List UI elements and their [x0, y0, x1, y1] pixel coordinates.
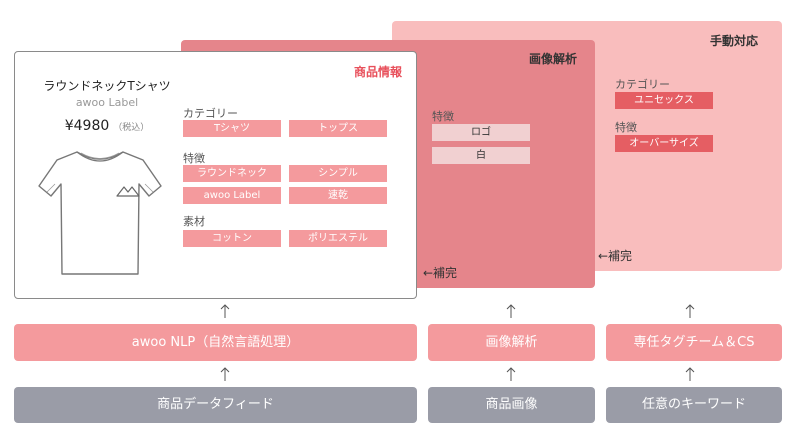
product-feature-tag: awoo Label — [183, 187, 281, 204]
manual-feature-tag: オーバーサイズ — [615, 135, 713, 152]
image-feature-tag-logo: ロゴ — [432, 124, 530, 141]
product-image-input-box: 商品画像 — [428, 387, 595, 423]
product-price: ¥4980 — [64, 118, 110, 134]
product-info-panel: 商品情報 ラウンドネックTシャツ awoo Label ¥4980（税込） カテ… — [14, 51, 417, 299]
arrow-up-icon — [220, 367, 230, 381]
image-complement-label: ←補完 — [423, 266, 458, 280]
manual-panel-title: 手動対応 — [709, 34, 758, 48]
manual-category-tag: ユニセックス — [615, 92, 713, 109]
arrow-up-icon — [506, 367, 516, 381]
manual-complement-label: ←補完 — [598, 249, 633, 263]
image-feature-tag-white: 白 — [432, 147, 530, 164]
product-feature-tag: 速乾 — [289, 187, 387, 204]
product-price-line: ¥4980（税込） — [27, 115, 187, 134]
image-panel-title: 画像解析 — [528, 52, 577, 66]
manual-feature-label: 特徴 — [615, 121, 637, 134]
product-feature-tag: シンプル — [289, 165, 387, 182]
product-brand: awoo Label — [75, 96, 139, 109]
product-feed-input-box: 商品データフィード — [14, 387, 417, 423]
product-category-tag-tshirt: Tシャツ — [183, 120, 281, 137]
arrow-up-icon — [506, 304, 516, 318]
arrow-up-icon — [685, 304, 695, 318]
product-category-label: カテゴリー — [183, 107, 238, 120]
arrow-up-icon — [685, 367, 695, 381]
manual-category-label: カテゴリー — [615, 78, 670, 91]
image-process-box: 画像解析 — [428, 324, 595, 361]
product-category-tag-tops: トップス — [289, 120, 387, 137]
product-feature-tag: ラウンドネック — [183, 165, 281, 182]
nlp-process-box: awoo NLP（自然言語処理） — [14, 324, 417, 361]
product-tax: （税込） — [113, 123, 150, 133]
product-panel-title: 商品情報 — [353, 65, 402, 79]
product-feature-label: 特徴 — [183, 152, 205, 165]
product-material-tag-polyester: ポリエステル — [289, 230, 387, 247]
product-material-tag-cotton: コットン — [183, 230, 281, 247]
product-material-label: 素材 — [183, 215, 205, 228]
tshirt-image — [38, 151, 162, 275]
arrow-up-icon — [220, 304, 230, 318]
keyword-input-box: 任意のキーワード — [606, 387, 782, 423]
product-name: ラウンドネックTシャツ — [43, 79, 171, 93]
image-feature-label: 特徴 — [432, 110, 454, 123]
team-process-box: 専任タグチーム＆CS — [606, 324, 782, 361]
